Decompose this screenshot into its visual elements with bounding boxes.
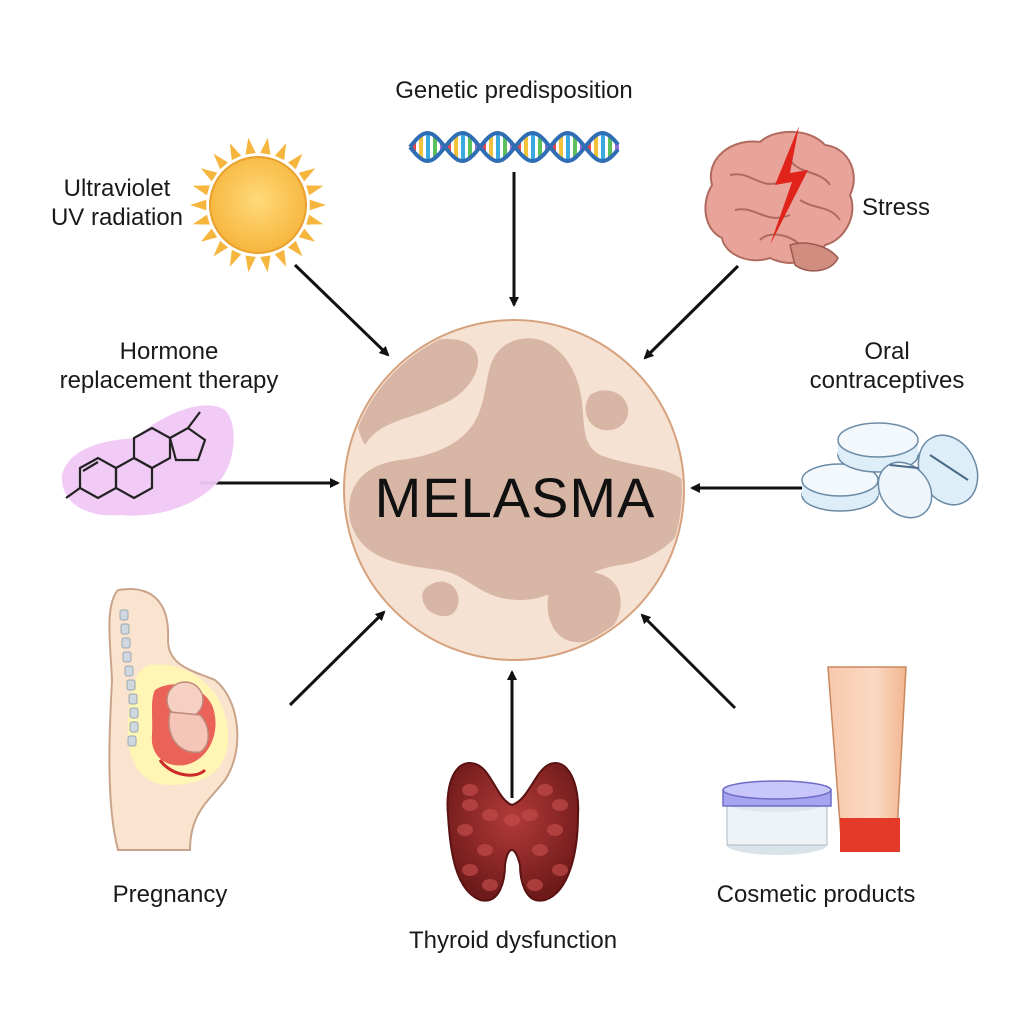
arrow-stress bbox=[643, 264, 740, 360]
label-hrt-line2: replacement therapy bbox=[59, 367, 279, 394]
thyroid-lobule bbox=[522, 809, 538, 821]
sun-ray bbox=[213, 153, 228, 170]
label-genetic: Genetic predisposition bbox=[373, 76, 655, 105]
sun-ray bbox=[190, 199, 207, 211]
dna-strand bbox=[408, 130, 620, 164]
dna-icon bbox=[408, 130, 620, 164]
arrow-cosmetic bbox=[640, 613, 737, 710]
thyroid-lobule bbox=[527, 879, 543, 891]
brain-icon bbox=[704, 126, 855, 272]
sun-ray bbox=[306, 185, 324, 196]
thyroid-lobule bbox=[482, 879, 498, 891]
label-cosmetic-line1: Cosmetic products bbox=[716, 881, 916, 908]
sun-ray bbox=[192, 214, 210, 225]
pregnant-woman-icon bbox=[108, 588, 239, 851]
steroid-molecule-icon bbox=[61, 405, 234, 516]
thyroid-lobule bbox=[457, 824, 473, 836]
label-thyroid-line1: Thyroid dysfunction bbox=[408, 927, 618, 954]
label-hrt: Hormone replacement therapy bbox=[50, 337, 288, 395]
thyroid-lobule bbox=[552, 799, 568, 811]
sun-icon bbox=[190, 137, 326, 273]
thyroid-lobule bbox=[462, 864, 478, 876]
label-oral-line1: Oral bbox=[864, 338, 910, 365]
label-uv: Ultraviolet UV radiation bbox=[42, 174, 192, 232]
label-hrt-line1: Hormone bbox=[119, 338, 219, 365]
sun-ray bbox=[192, 185, 210, 196]
arrow-uv bbox=[293, 263, 390, 357]
sun-ray bbox=[200, 228, 218, 242]
thyroid-lobule bbox=[552, 864, 568, 876]
sun-ray bbox=[274, 143, 287, 161]
sun-ray bbox=[298, 228, 316, 242]
label-pregnancy: Pregnancy bbox=[98, 880, 242, 909]
sun-ray bbox=[288, 153, 303, 170]
sun-ray bbox=[213, 240, 228, 257]
label-oral-line2: contraceptives bbox=[809, 367, 965, 394]
sun-ray bbox=[245, 255, 256, 273]
label-oral: Oral contraceptives bbox=[797, 337, 977, 395]
sun-ray bbox=[306, 214, 324, 225]
thyroid-lobule bbox=[532, 844, 548, 856]
arrows bbox=[200, 172, 805, 798]
center-title: MELASMA bbox=[374, 466, 656, 529]
thyroid-lobule bbox=[477, 844, 493, 856]
sun-ray bbox=[288, 240, 303, 257]
label-genetic-line1: Genetic predisposition bbox=[395, 77, 633, 104]
label-pregnancy-line1: Pregnancy bbox=[112, 881, 228, 908]
thyroid-icon bbox=[446, 762, 580, 902]
thyroid-lobule bbox=[504, 814, 520, 826]
sun-ray bbox=[274, 249, 287, 267]
label-thyroid: Thyroid dysfunction bbox=[393, 926, 633, 955]
thyroid-lobule bbox=[547, 824, 563, 836]
arrow-pregnancy bbox=[288, 610, 386, 707]
cosmetics-icon bbox=[722, 666, 907, 855]
label-stress-line1: Stress bbox=[861, 194, 930, 221]
sun-ray bbox=[298, 168, 316, 182]
thyroid-lobule bbox=[462, 784, 478, 796]
sun-ray bbox=[309, 199, 326, 211]
label-stress: Stress bbox=[856, 193, 936, 222]
pills-icon bbox=[801, 422, 979, 519]
sun-ray bbox=[260, 255, 271, 273]
sun-ray bbox=[245, 137, 256, 155]
sun-ray bbox=[229, 249, 242, 267]
label-cosmetic: Cosmetic products bbox=[700, 880, 932, 909]
sun-ray bbox=[260, 137, 271, 155]
thyroid-lobule bbox=[537, 784, 553, 796]
thyroid-lobule bbox=[462, 799, 478, 811]
sun-ray bbox=[229, 143, 242, 161]
thyroid-lobule bbox=[482, 809, 498, 821]
melasma-disk bbox=[343, 319, 685, 661]
sun-ray bbox=[200, 168, 218, 182]
label-uv-line1: Ultraviolet bbox=[63, 175, 171, 202]
label-uv-line2: UV radiation bbox=[50, 204, 184, 231]
